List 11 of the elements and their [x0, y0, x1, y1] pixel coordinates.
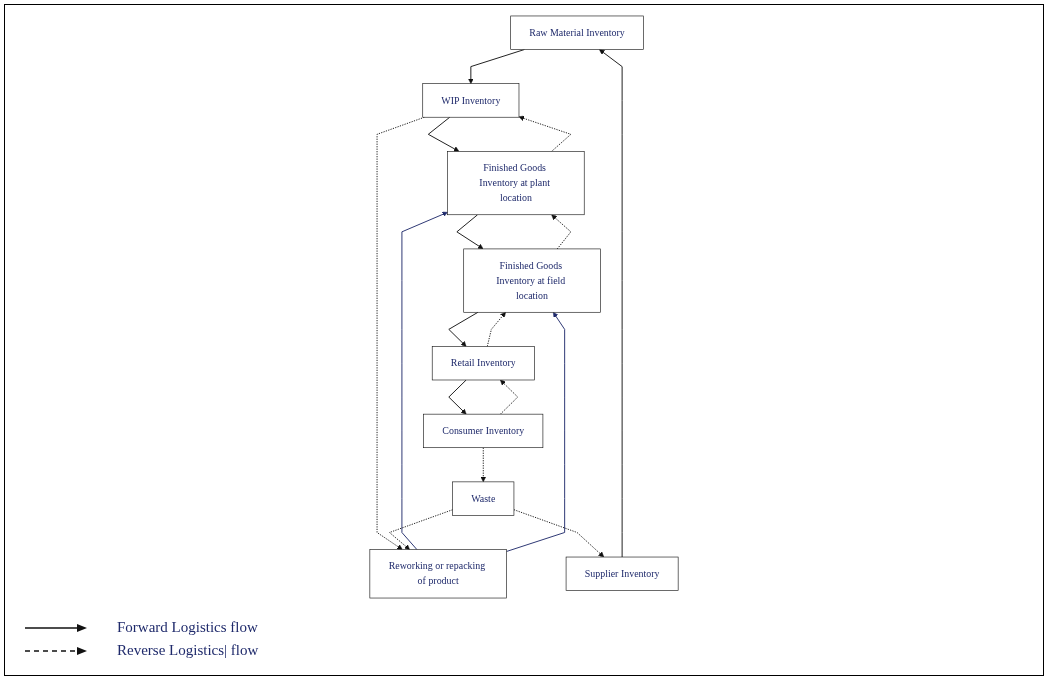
node-box: Raw Material Inventory [510, 15, 644, 50]
node-box: Waste [452, 481, 515, 516]
node-box: Retail Inventory [431, 346, 535, 381]
node-box: Finished Goods Inventory at plant location [447, 151, 585, 216]
node-box: Finished Goods Inventory at field location [463, 248, 601, 313]
legend-text: Reverse Logistics| flow [117, 642, 259, 659]
node-box: Supplier Inventory [565, 556, 679, 591]
legend-text: Forward Logistics flow [117, 619, 258, 636]
node-box: WIP Inventory [422, 83, 520, 118]
node-box: Consumer Inventory [423, 413, 544, 448]
node-box: Reworking or repacking of product [369, 549, 507, 599]
